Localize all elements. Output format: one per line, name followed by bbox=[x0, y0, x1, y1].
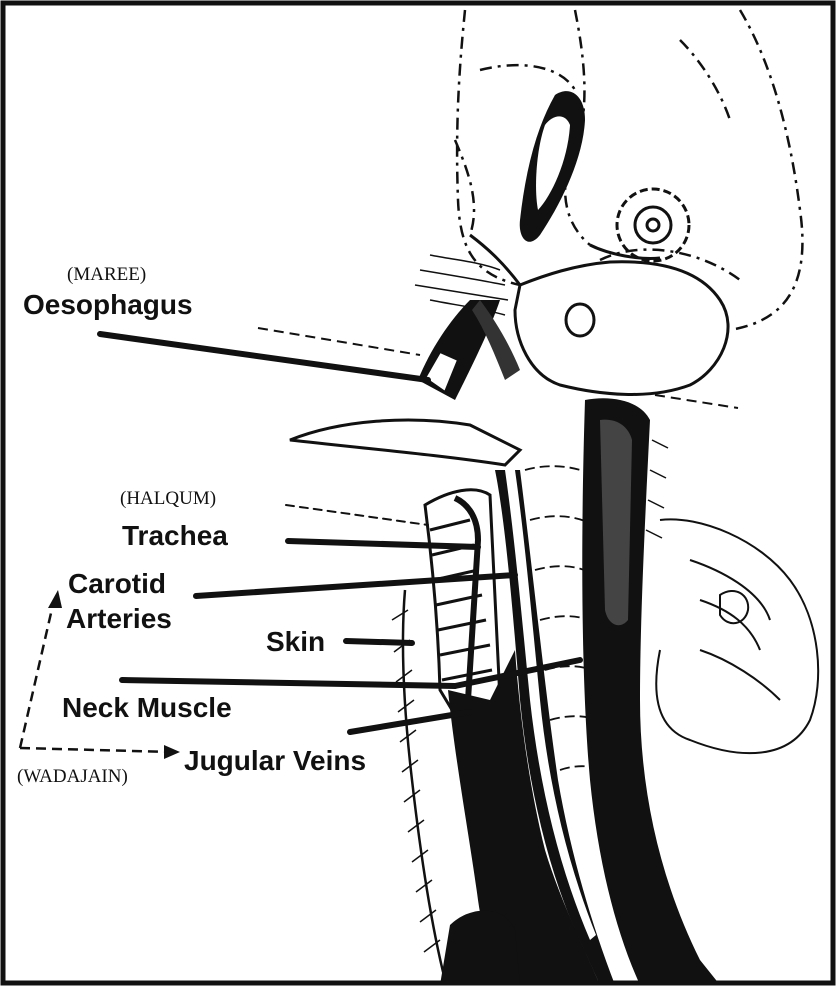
oesophagus-pointer bbox=[100, 334, 428, 380]
jaw-dashed-line bbox=[258, 328, 420, 355]
head-outline bbox=[455, 10, 802, 330]
nostril bbox=[566, 304, 594, 336]
halqum-pointer bbox=[286, 505, 428, 525]
arrowhead-right bbox=[164, 745, 180, 759]
jaw-dashed-line-right bbox=[655, 395, 738, 408]
wadajain-term: (WADAJAIN) bbox=[17, 767, 128, 786]
right-hair bbox=[646, 440, 668, 538]
arrowhead-up bbox=[48, 590, 62, 608]
oesophagus-label: Oesophagus bbox=[23, 291, 193, 319]
jugular-veins-label: Jugular Veins bbox=[184, 747, 366, 775]
neck-muscle-label: Neck Muscle bbox=[62, 694, 232, 722]
carotid-label-line1: Carotid bbox=[68, 570, 166, 598]
trachea-label: Trachea bbox=[122, 522, 228, 550]
spine-base bbox=[440, 911, 520, 985]
maree-term: (MAREE) bbox=[67, 265, 146, 284]
carotid-label-line2: Arteries bbox=[66, 605, 172, 633]
halqum-term: (HALQUM) bbox=[120, 489, 216, 508]
knife-blade bbox=[290, 420, 520, 465]
skin-pointer bbox=[346, 641, 412, 643]
skin-hair bbox=[392, 610, 440, 952]
skin-label: Skin bbox=[266, 628, 325, 656]
